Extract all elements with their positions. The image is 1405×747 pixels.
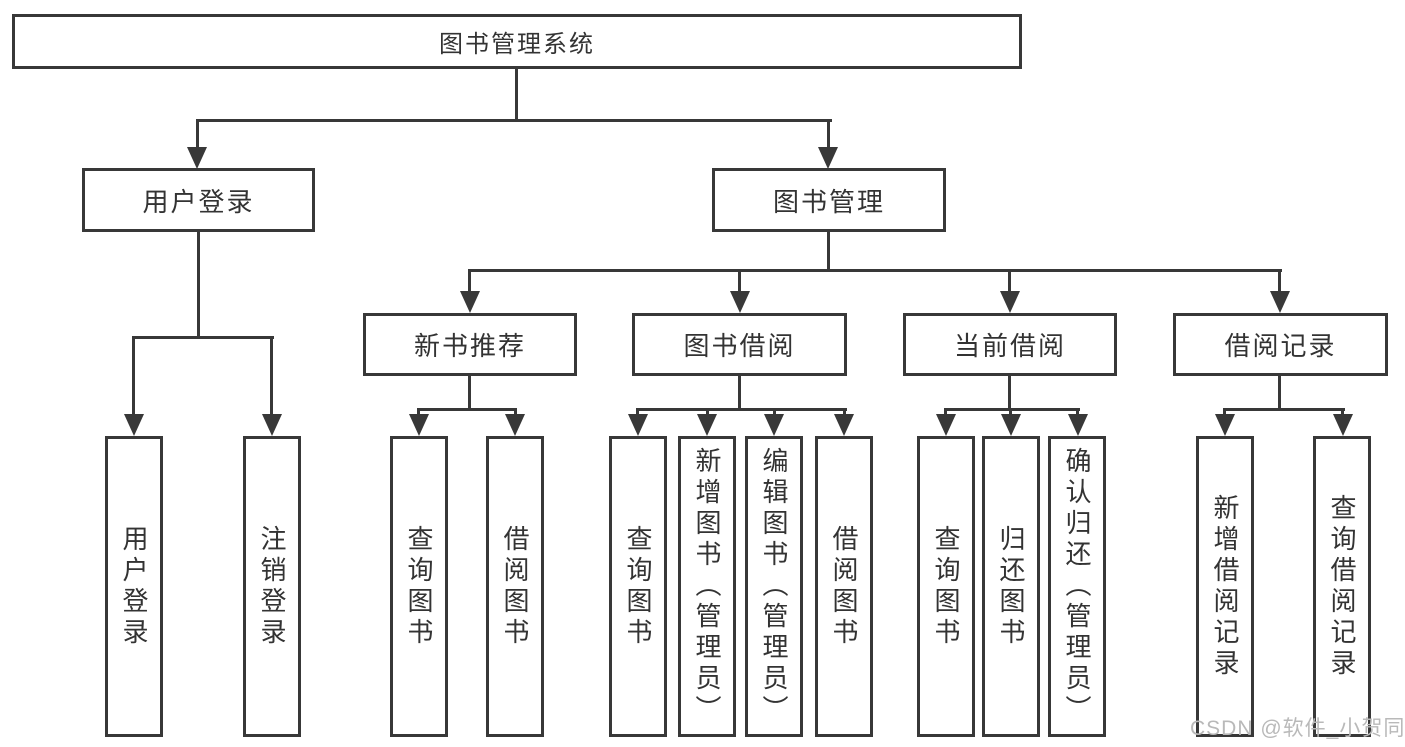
connector-userlogin-horizontal: [132, 336, 274, 339]
leaf-cb-return-books-label: 归还图书: [996, 524, 1026, 649]
leaf-bb-query-books: 查询图书: [609, 436, 667, 737]
leaf-cb-query-books: 查询图书: [917, 436, 975, 737]
connector-newbooks-horizontal: [417, 408, 517, 411]
leaf-bb-edit-books-admin-label: 编辑图书（管理员）: [759, 447, 789, 726]
connector-stem-borrow-records: [1278, 269, 1281, 294]
leaf-cb-query-books-label: 查询图书: [931, 524, 961, 649]
connector-userlogin-vertical: [197, 231, 200, 339]
connector-stem-user-login: [196, 119, 199, 150]
arrowhead-br-add: [1215, 414, 1235, 436]
connector-bookborrow-vertical: [738, 375, 741, 411]
leaf-logout-login: 注销登录: [243, 436, 301, 737]
leaf-cb-confirm-return-admin: 确认归还（管理员）: [1048, 436, 1106, 737]
connector-stem-cb-confirm: [1076, 408, 1079, 417]
connector-bookmgmt-horizontal: [469, 269, 1282, 272]
connector-stem-leaf-user-login: [132, 336, 135, 417]
leaf-nb-borrow-books-label: 借阅图书: [500, 524, 530, 649]
arrowhead-book-management: [818, 147, 838, 169]
leaf-logout-login-label: 注销登录: [257, 524, 287, 649]
leaf-bb-edit-books-admin: 编辑图书（管理员）: [745, 436, 803, 737]
arrowhead-br-query: [1333, 414, 1353, 436]
leaf-user-login-label: 用户登录: [119, 524, 149, 649]
arrowhead-user-login: [187, 147, 207, 169]
arrowhead-nb-borrow: [505, 414, 525, 436]
arrowhead-bb-edit: [764, 414, 784, 436]
connector-stem-bb-borrow: [843, 408, 846, 417]
watermark: CSDN @软件_小贺同学: [1190, 717, 1405, 740]
node-library-system: 图书管理系统: [12, 14, 1022, 69]
arrowhead-cb-query: [936, 414, 956, 436]
node-current-borrow: 当前借阅: [903, 313, 1117, 376]
node-book-borrow-label: 图书借阅: [683, 331, 796, 361]
leaf-br-add-borrow-record-label: 新增借阅记录: [1210, 493, 1240, 680]
arrowhead-new-books: [460, 291, 480, 313]
leaf-br-add-borrow-record: 新增借阅记录: [1196, 436, 1254, 737]
arrowhead-cb-confirm: [1068, 414, 1088, 436]
arrowhead-nb-query: [409, 414, 429, 436]
leaf-cb-return-books: 归还图书: [982, 436, 1040, 737]
node-new-book-recommend-label: 新书推荐: [413, 331, 526, 361]
connector-stem-bb-edit: [773, 408, 776, 417]
connector-stem-cb-query: [944, 408, 947, 417]
connector-borrowrecords-vertical: [1278, 375, 1281, 411]
connector-stem-book-borrow: [738, 269, 741, 294]
leaf-nb-borrow-books: 借阅图书: [486, 436, 544, 737]
connector-stem-nb-borrow: [514, 408, 517, 417]
connector-stem-bb-add: [706, 408, 709, 417]
node-borrow-records: 借阅记录: [1173, 313, 1388, 376]
connector-stem-new-books: [468, 269, 471, 294]
connector-bookborrow-horizontal: [636, 408, 847, 411]
node-book-borrow: 图书借阅: [632, 313, 847, 376]
connector-stem-book-management: [827, 119, 830, 150]
connector-stem-br-query: [1341, 408, 1344, 417]
leaf-br-query-borrow-record-label: 查询借阅记录: [1327, 493, 1357, 680]
connector-stem-br-add: [1223, 408, 1226, 417]
leaf-bb-add-books-admin-label: 新增图书（管理员）: [692, 447, 722, 726]
arrowhead-current-borrow: [1000, 291, 1020, 313]
arrowhead-borrow-records: [1270, 291, 1290, 313]
leaf-bb-add-books-admin: 新增图书（管理员）: [678, 436, 736, 737]
connector-stem-current-borrow: [1008, 269, 1011, 294]
arrowhead-bb-borrow: [834, 414, 854, 436]
leaf-user-login: 用户登录: [105, 436, 163, 737]
arrowhead-leaf-logout: [262, 414, 282, 436]
leaf-bb-borrow-books-label: 借阅图书: [829, 524, 859, 649]
leaf-bb-borrow-books: 借阅图书: [815, 436, 873, 737]
arrowhead-book-borrow: [730, 291, 750, 313]
arrowhead-cb-return: [1001, 414, 1021, 436]
arrowhead-leaf-user-login: [124, 414, 144, 436]
node-borrow-records-label: 借阅记录: [1224, 331, 1337, 361]
arrowhead-bb-query: [628, 414, 648, 436]
leaf-br-query-borrow-record: 查询借阅记录: [1313, 436, 1371, 737]
node-book-management: 图书管理: [712, 168, 946, 232]
connector-stem-nb-query: [417, 408, 420, 417]
node-new-book-recommend: 新书推荐: [363, 313, 577, 376]
node-current-borrow-label: 当前借阅: [953, 331, 1066, 361]
node-book-management-label: 图书管理: [772, 186, 885, 217]
connector-root-horizontal: [196, 119, 832, 122]
node-user-login-label: 用户登录: [142, 186, 255, 217]
connector-currentborrow-horizontal: [944, 408, 1080, 411]
node-user-login: 用户登录: [82, 168, 315, 232]
connector-currentborrow-vertical: [1008, 375, 1011, 411]
connector-bookmgmt-vertical: [827, 231, 830, 272]
leaf-cb-confirm-return-admin-label: 确认归还（管理员）: [1062, 447, 1092, 726]
connector-root-vertical: [515, 67, 518, 121]
connector-stem-cb-return: [1009, 408, 1012, 417]
connector-stem-leaf-logout: [270, 336, 273, 417]
connector-newbooks-vertical: [468, 375, 471, 411]
arrowhead-bb-add: [697, 414, 717, 436]
connector-stem-bb-query: [636, 408, 639, 417]
leaf-bb-query-books-label: 查询图书: [623, 524, 653, 649]
connector-borrowrecords-horizontal: [1223, 408, 1345, 411]
leaf-nb-query-books-label: 查询图书: [404, 524, 434, 649]
leaf-nb-query-books: 查询图书: [390, 436, 448, 737]
node-library-system-label: 图书管理系统: [439, 31, 595, 58]
